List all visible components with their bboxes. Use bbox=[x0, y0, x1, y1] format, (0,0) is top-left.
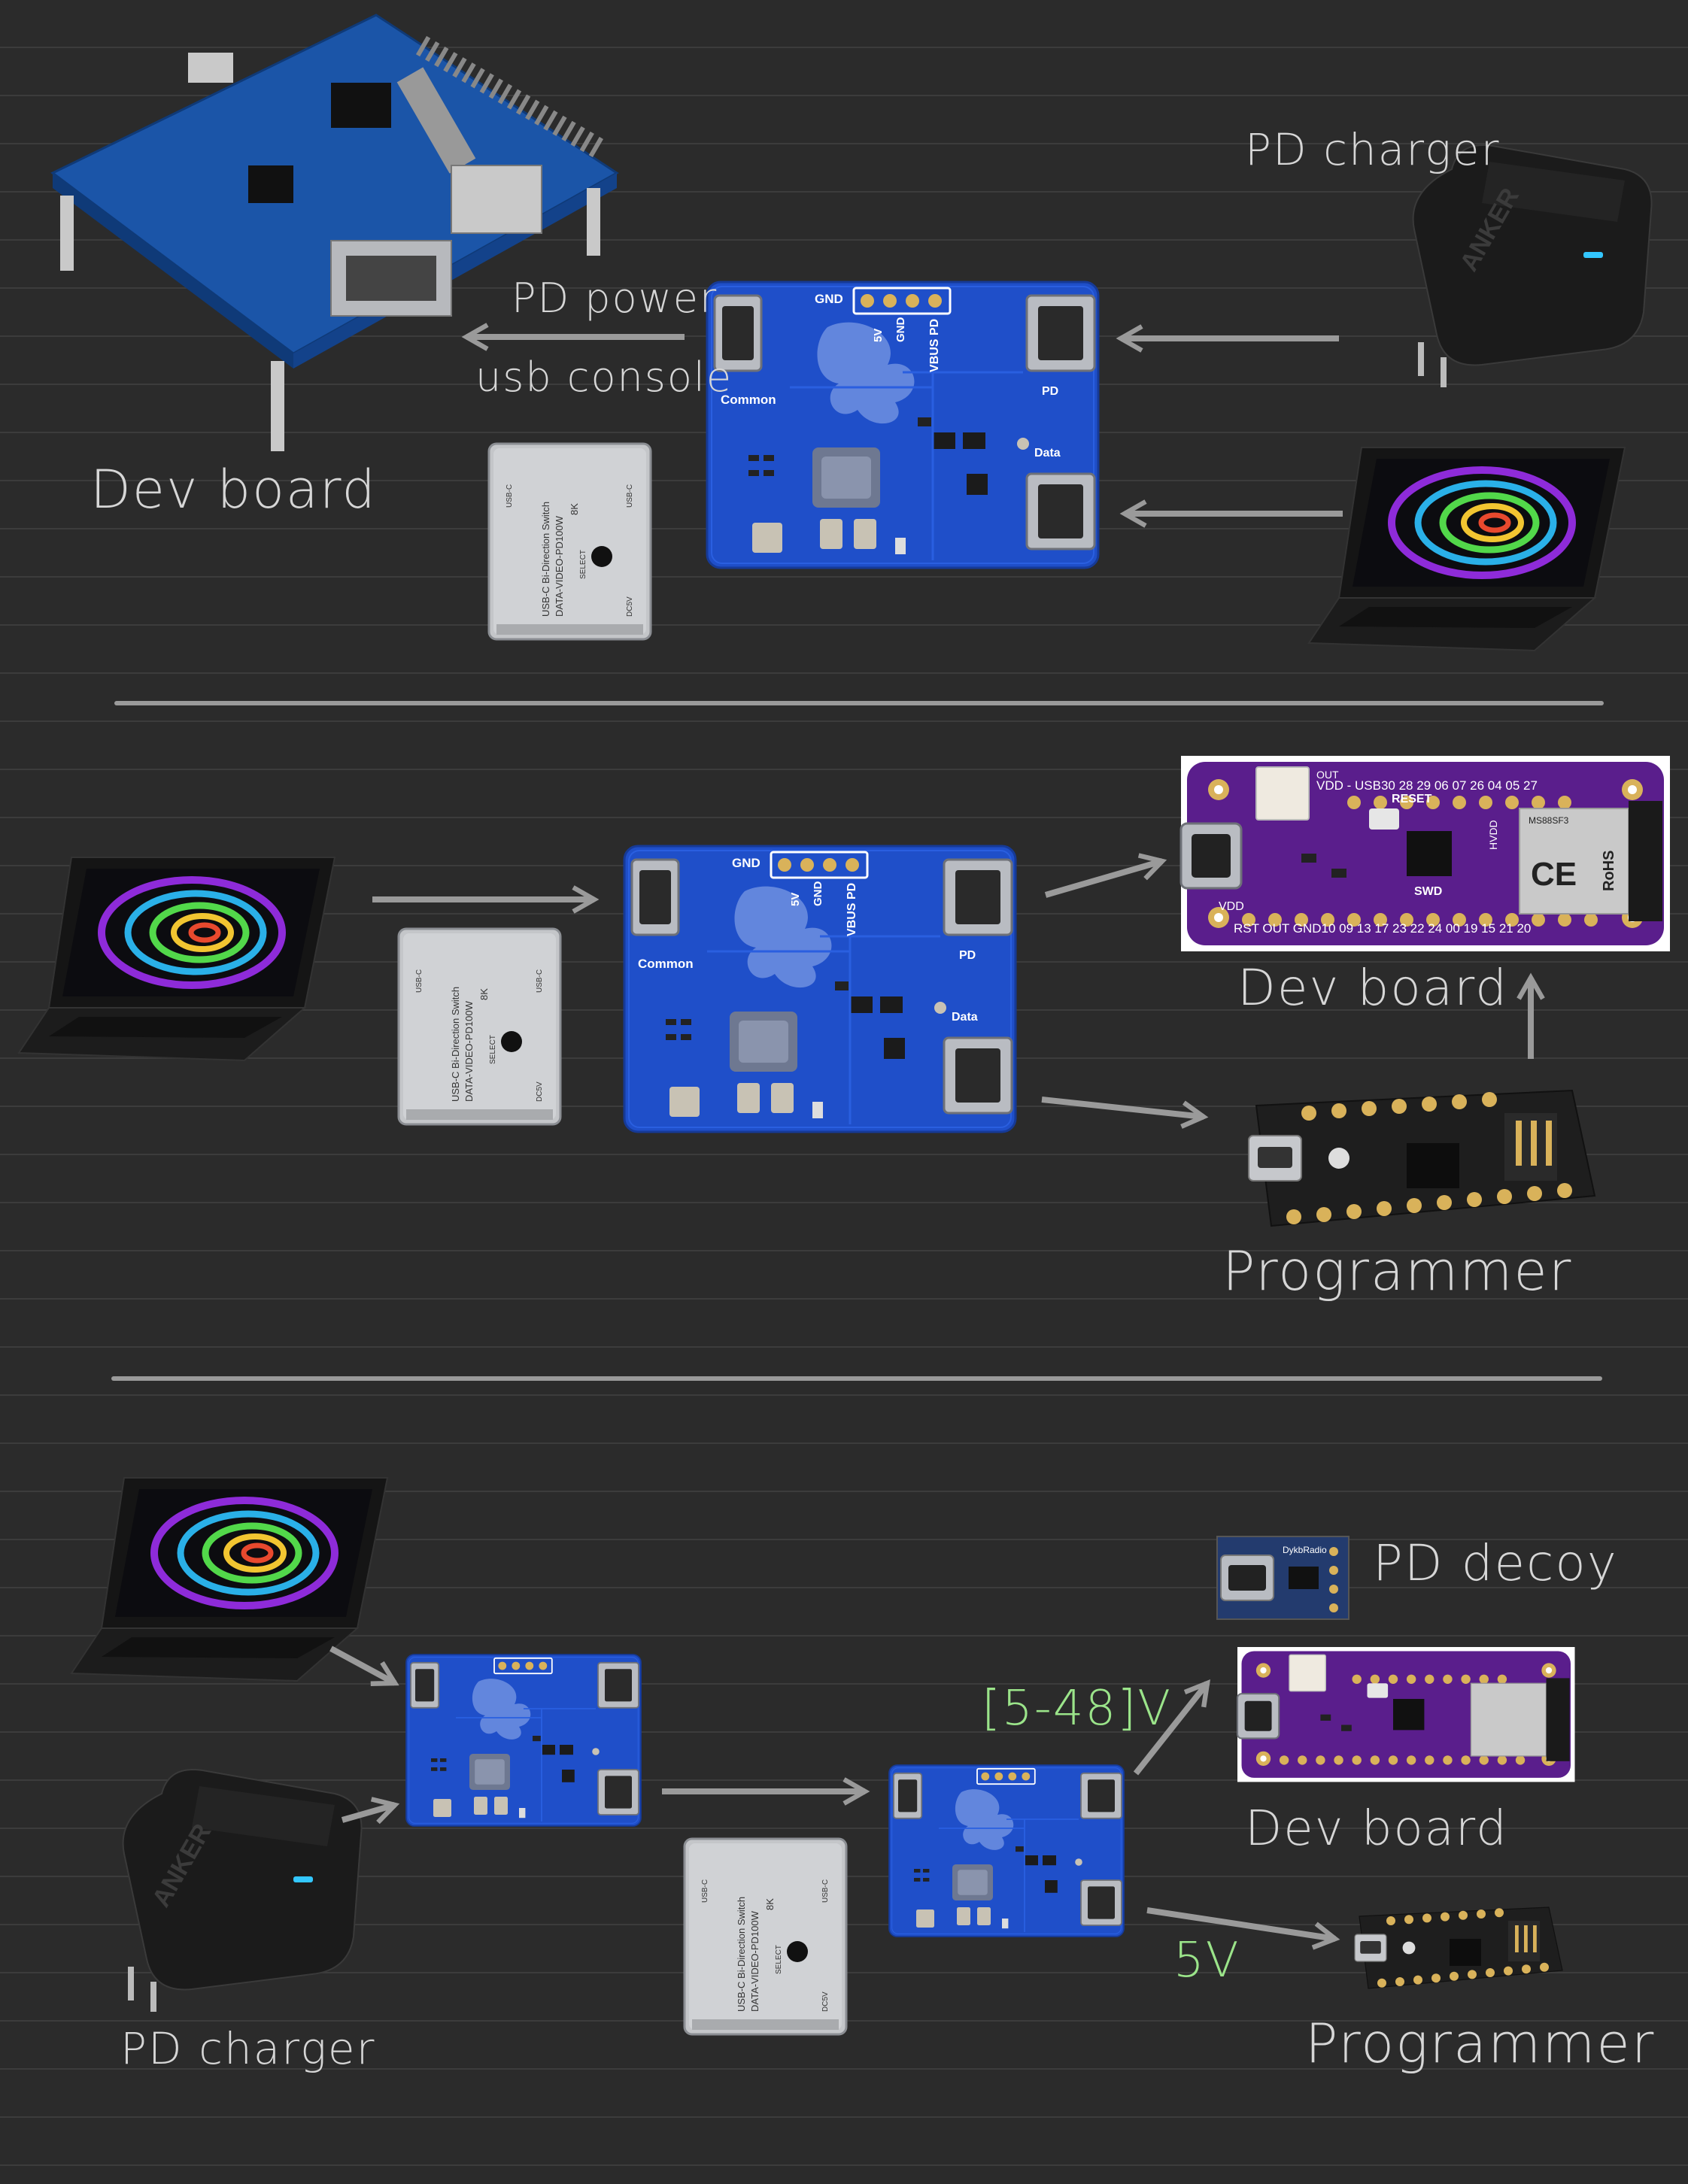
switch-box-dc: DC5V bbox=[626, 596, 634, 617]
label-pd-power: PD power bbox=[512, 275, 718, 322]
purple-out: OUT bbox=[1316, 769, 1339, 781]
switch-box-port-a: USB-C bbox=[505, 484, 514, 508]
label-programmer-middle: Programmer bbox=[1222, 1239, 1573, 1303]
charger-brand-top: ANKER bbox=[1455, 184, 1525, 277]
arrow-pcb-to-programmer-bottom bbox=[1146, 1907, 1340, 1950]
purple-ce: CE bbox=[1531, 856, 1577, 893]
pcb-pd-label: PD bbox=[959, 949, 976, 962]
label-dev-board-top: Dev board bbox=[90, 459, 377, 520]
switch-box-select: SELECT bbox=[489, 1035, 497, 1064]
label-dev-board-middle: Dev board bbox=[1237, 959, 1509, 1017]
charger-brand-bottom: ANKER bbox=[147, 1819, 217, 1913]
label-programmer-bottom: Programmer bbox=[1305, 2012, 1656, 2075]
switch-box-port-b: USB-C bbox=[626, 484, 634, 508]
decoy-brand: DykbRadio bbox=[1283, 1545, 1327, 1555]
switch-box-port-b: USB-C bbox=[536, 969, 544, 993]
pcb-data-label: Data bbox=[952, 1011, 978, 1024]
purple-top-pins: VDD - USB30 28 29 06 07 26 04 05 27 bbox=[1316, 778, 1538, 793]
switch-box-port-a: USB-C bbox=[701, 1879, 709, 1903]
purple-rohs: RoHS bbox=[1601, 851, 1617, 891]
switch-box-select: SELECT bbox=[579, 550, 587, 579]
pcb-vbus-label: VBUS PD bbox=[928, 319, 941, 372]
switch-box-line1: USB-C Bi-Direction Switch bbox=[540, 502, 551, 617]
label-pd-decoy: PD decoy bbox=[1373, 1534, 1618, 1592]
switch-box-dc: DC5V bbox=[536, 1081, 544, 1102]
label-voltage-range: [5-48]V bbox=[982, 1681, 1172, 1737]
arrow-pcb-to-programmer-middle bbox=[1041, 1097, 1209, 1129]
pcb-common-label: Common bbox=[638, 957, 694, 971]
switch-box-select: SELECT bbox=[775, 1945, 783, 1974]
switch-box-dc: DC5V bbox=[821, 1991, 830, 2012]
pcb-gnd-label: GND bbox=[815, 292, 843, 306]
purple-bottom-pins: RST OUT GND10 09 13 17 23 22 24 00 19 15… bbox=[1234, 921, 1531, 936]
purple-reset: RESET bbox=[1392, 793, 1432, 805]
switch-box-port-a: USB-C bbox=[415, 969, 424, 993]
purple-vdd: VDD bbox=[1219, 900, 1244, 913]
separator-top bbox=[114, 701, 1604, 705]
label-5v: 5V bbox=[1173, 1933, 1240, 1988]
pcb-gnd-label: GND bbox=[732, 856, 761, 870]
switch-box-line1: USB-C Bi-Direction Switch bbox=[736, 1897, 747, 2012]
purple-module: MS88SF3 bbox=[1529, 815, 1569, 826]
pcb-5v-label: 5V bbox=[789, 893, 802, 906]
separator-bottom bbox=[111, 1376, 1602, 1381]
pcb-gnd2-label: GND bbox=[894, 317, 907, 343]
label-usb-console: usb console bbox=[475, 353, 733, 401]
pcb-gnd2-label: GND bbox=[812, 881, 824, 907]
switch-box-port-b: USB-C bbox=[821, 1879, 830, 1903]
arrow-pcb-to-devboard-middle bbox=[1044, 853, 1167, 898]
pcb-data-label: Data bbox=[1034, 447, 1061, 460]
purple-hvdd: HVDD bbox=[1487, 820, 1499, 850]
dev-board-image-top bbox=[50, 14, 619, 451]
purple-swd: SWD bbox=[1414, 885, 1442, 898]
switch-box-res: 8K bbox=[764, 1898, 776, 1910]
label-pd-charger-top: PD charger bbox=[1245, 124, 1501, 175]
arrow-charger-to-decoy-switch bbox=[341, 1797, 400, 1825]
switch-box-line2: DATA-VIDEO-PD100W bbox=[749, 1910, 761, 2012]
pcb-5v-label: 5V bbox=[872, 329, 885, 342]
switch-box-line1: USB-C Bi-Direction Switch bbox=[450, 987, 461, 1102]
arrow-laptop-to-decoy-switch bbox=[329, 1646, 399, 1686]
switch-box-res: 8K bbox=[478, 988, 490, 1000]
label-dev-board-bottom: Dev board bbox=[1245, 1801, 1508, 1857]
arrow-pcb-to-devboard-bottom bbox=[1133, 1679, 1211, 1776]
pcb-common-label: Common bbox=[721, 393, 776, 407]
switch-box-line2: DATA-VIDEO-PD100W bbox=[463, 1000, 475, 1102]
label-pd-charger-bottom: PD charger bbox=[120, 2023, 376, 2074]
pcb-vbus-label: VBUS PD bbox=[846, 883, 858, 936]
pcb-pd-label: PD bbox=[1042, 385, 1058, 398]
switch-box-line2: DATA-VIDEO-PD100W bbox=[554, 515, 565, 617]
switch-box-res: 8K bbox=[569, 503, 580, 515]
